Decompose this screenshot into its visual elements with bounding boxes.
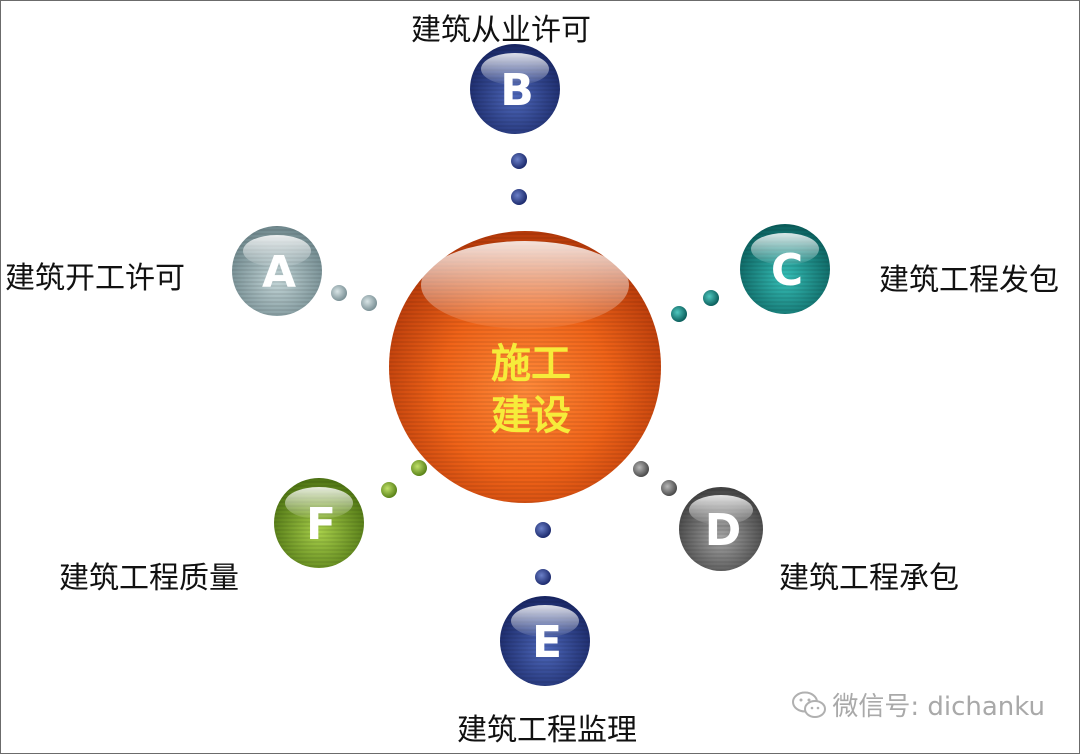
connector-dot — [411, 460, 427, 476]
node-d-letter: D — [705, 505, 742, 556]
connector-dot — [331, 285, 347, 301]
connector-dot — [535, 569, 551, 585]
node-b: B — [470, 44, 560, 134]
node-a-letter: A — [262, 247, 296, 298]
node-b-label: 建筑从业许可 — [411, 13, 591, 48]
center-text-line2: 建设 — [491, 392, 571, 439]
connector-dot — [703, 290, 719, 306]
node-e-letter: E — [532, 617, 562, 668]
node-d-label: 建筑工程承包 — [779, 561, 959, 596]
node-f-letter: F — [306, 499, 336, 550]
connector-dot — [671, 306, 687, 322]
node-c: C — [740, 224, 830, 314]
watermark: 微信号: dichanku — [792, 686, 1045, 723]
node-d: D — [679, 487, 763, 571]
node-f-label: 建筑工程质量 — [59, 561, 239, 596]
connector-dot — [381, 482, 397, 498]
connector-dot — [361, 295, 377, 311]
node-e-label: 建筑工程监理 — [457, 713, 637, 748]
connector-dots — [331, 153, 719, 585]
node-e: E — [500, 596, 590, 686]
node-f: F — [274, 478, 364, 568]
node-c-letter: C — [771, 245, 803, 296]
connector-dot — [535, 522, 551, 538]
center-node: 施工 建设 — [389, 231, 661, 503]
node-c-label: 建筑工程发包 — [879, 263, 1059, 298]
connector-dot — [511, 153, 527, 169]
center-text-line1: 施工 — [491, 340, 571, 387]
node-a: A — [232, 226, 322, 316]
node-b-letter: B — [500, 65, 534, 116]
wechat-icon — [792, 691, 827, 719]
connector-dot — [633, 461, 649, 477]
connector-dot — [511, 189, 527, 205]
connector-dot — [661, 480, 677, 496]
node-a-label: 建筑开工许可 — [5, 261, 185, 296]
watermark-text: 微信号: dichanku — [832, 692, 1045, 722]
